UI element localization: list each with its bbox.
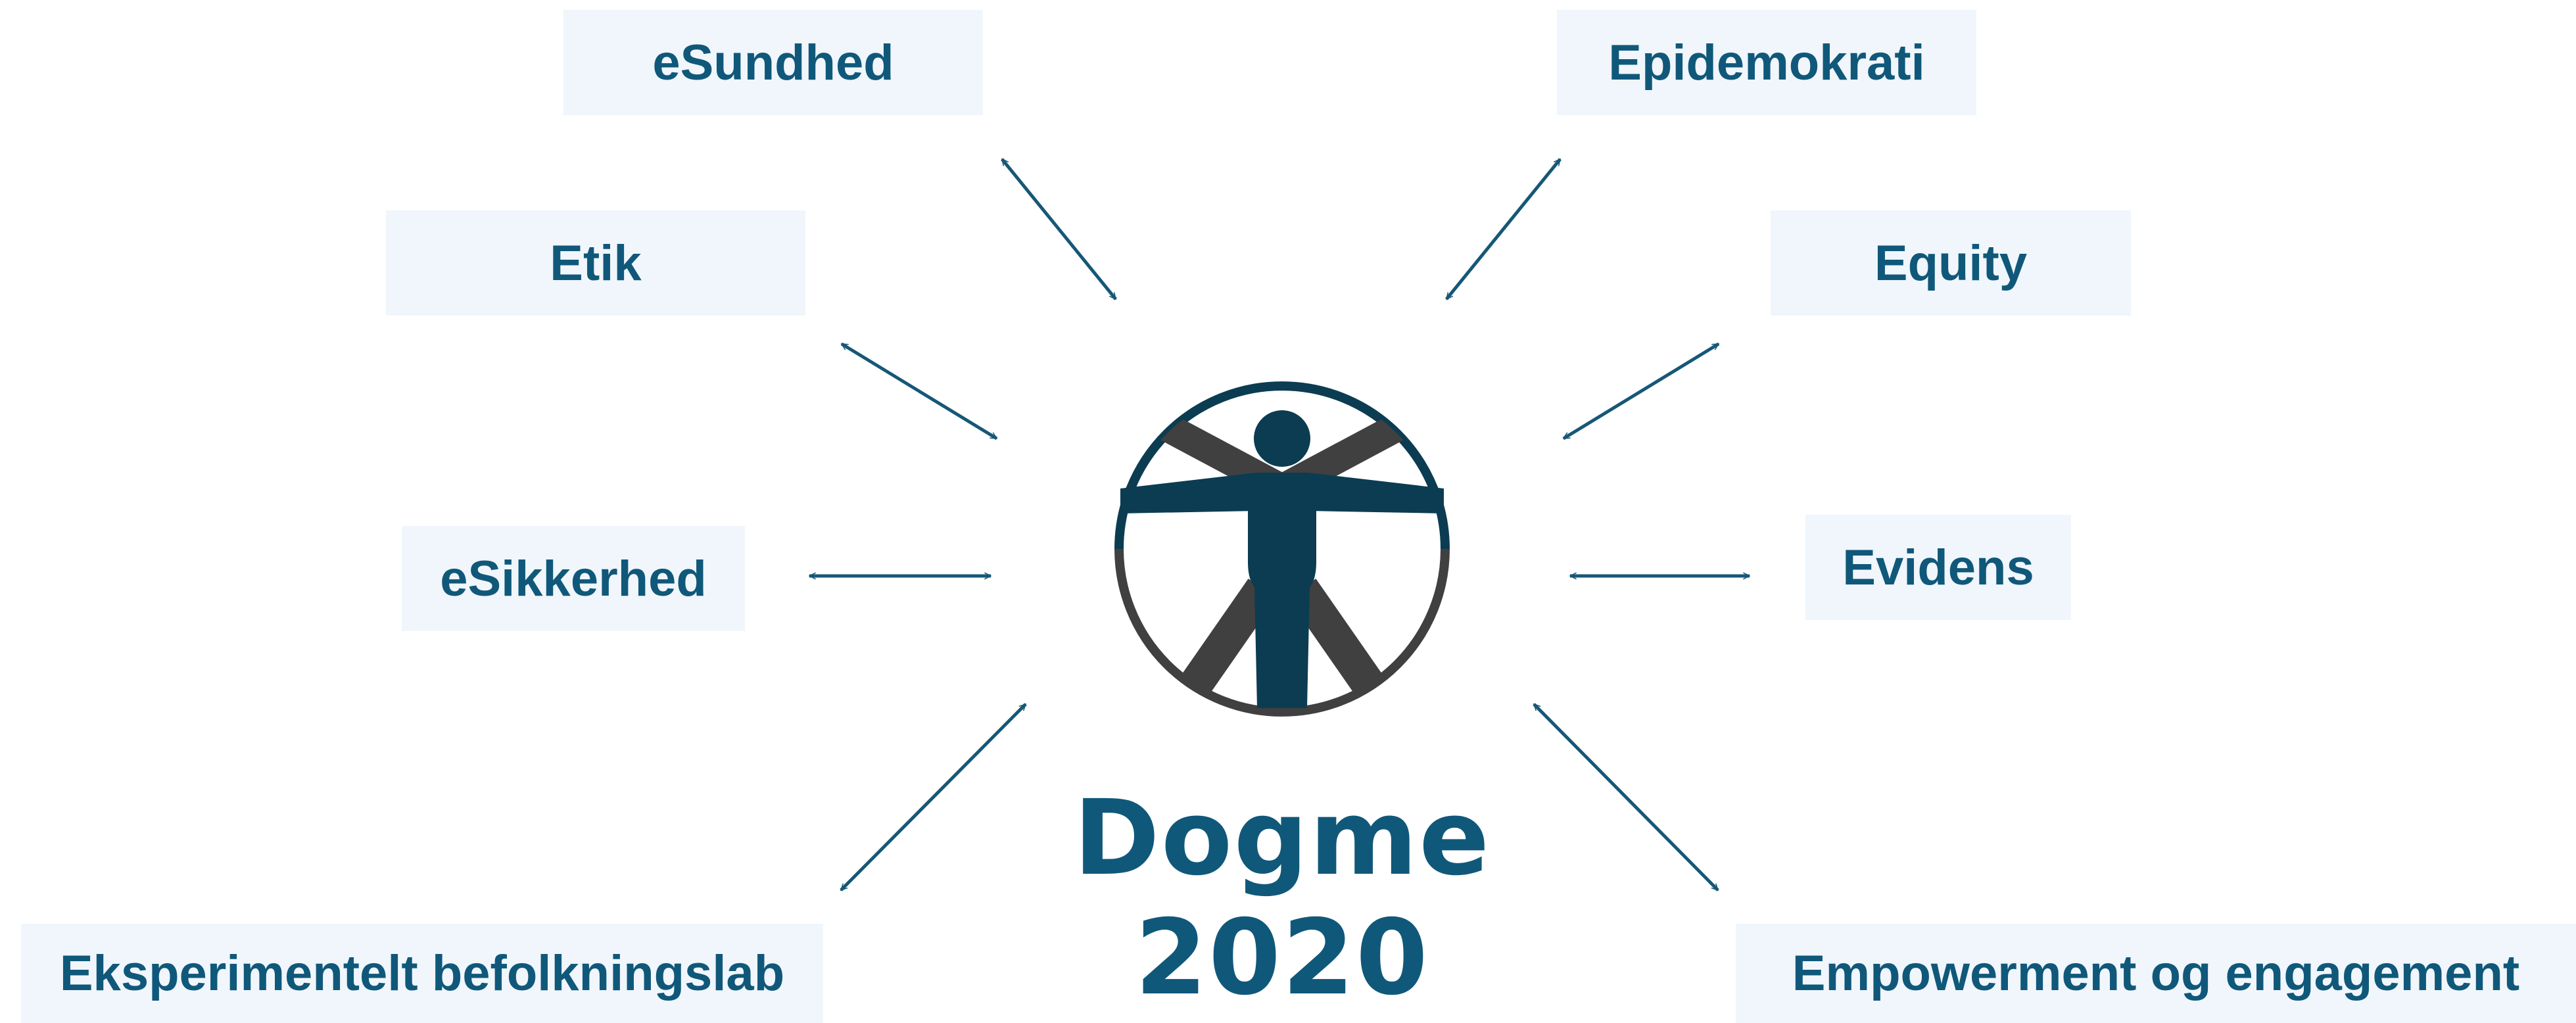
node-eksperimentelt-befolkningslab: Eksperimentelt befolkningslab <box>21 924 823 1023</box>
node-evidens: Evidens <box>1805 515 2071 620</box>
vitruvian-man-icon <box>1114 381 1450 717</box>
node-esundhed: eSundhed <box>563 10 983 115</box>
node-label: Epidemokrati <box>1608 34 1925 91</box>
center-title-line2: 2020 <box>1135 897 1429 1018</box>
node-label: Equity <box>1874 235 2028 291</box>
connector-equity <box>1563 342 1719 440</box>
connector-empowerment <box>1533 703 1719 892</box>
connector-esundhed <box>1001 158 1117 300</box>
node-label: Evidens <box>1842 539 2034 596</box>
node-epidemokrati: Epidemokrati <box>1557 10 1976 115</box>
node-label: eSikkerhed <box>440 550 707 607</box>
node-equity: Equity <box>1771 210 2131 316</box>
node-esikkerhed: eSikkerhed <box>402 526 745 631</box>
node-etik: Etik <box>386 210 805 316</box>
connector-epidemokrati <box>1445 158 1562 300</box>
node-label: eSundhed <box>652 34 894 91</box>
center-title-line1: Dogme <box>1073 778 1491 899</box>
connector-befolkningslab <box>840 703 1027 892</box>
node-label: Etik <box>550 235 642 291</box>
connector-etik <box>842 342 997 440</box>
node-label: Eksperimentelt befolkningslab <box>59 945 785 1001</box>
node-empowerment-og-engagement: Empowerment og engagement <box>1736 924 2576 1023</box>
node-label: Empowerment og engagement <box>1792 945 2520 1001</box>
